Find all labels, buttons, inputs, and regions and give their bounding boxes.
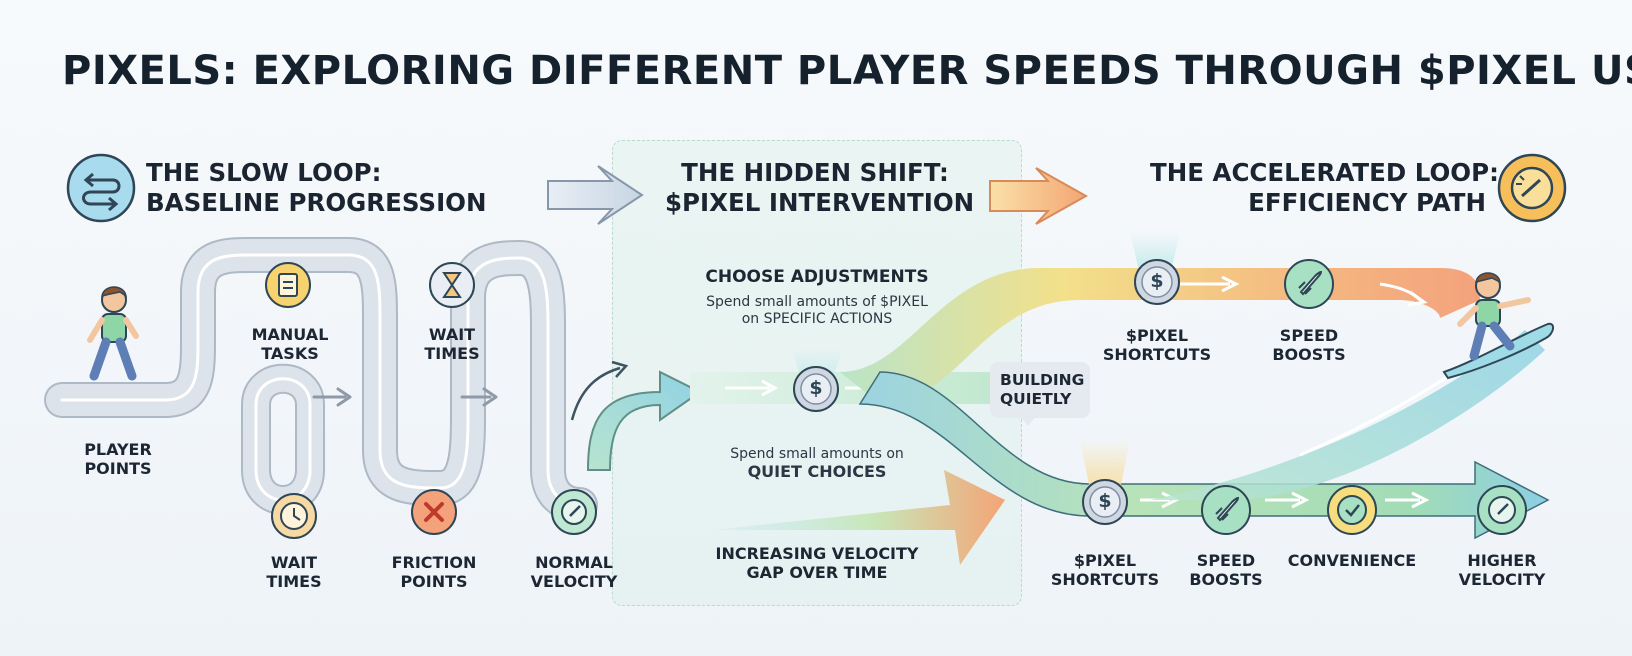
- wait-times-bottom-line2: TIMES: [266, 572, 321, 591]
- upper-shortcuts-line1: $PIXEL: [1103, 326, 1211, 345]
- friction-points-label: FRICTION POINTS: [392, 553, 477, 591]
- wait-times-bottom-label: WAIT TIMES: [266, 553, 321, 591]
- surfing-player-icon: [1444, 273, 1553, 378]
- quiet-desc-line1: Spend small amounts on: [730, 446, 904, 463]
- rocket-icon: [1202, 486, 1250, 534]
- player-points-label: PLAYER POINTS: [84, 440, 152, 478]
- lower-boosts-line1: SPEED: [1189, 551, 1262, 570]
- higher-velocity-line1: HIGHER: [1459, 551, 1546, 570]
- clock-icon: [272, 494, 316, 538]
- hourglass-icon: [430, 263, 474, 307]
- player-points-line2: POINTS: [84, 459, 152, 478]
- coin-symbol-lower: $: [1098, 492, 1111, 511]
- velocity-gap-label: INCREASING VELOCITY GAP OVER TIME: [715, 544, 918, 582]
- upper-shortcuts-line2: SHORTCUTS: [1103, 345, 1211, 364]
- building-quietly-badge-tail: [1020, 416, 1036, 426]
- convenience-label: CONVENIENCE: [1288, 551, 1416, 570]
- building-line2: QUIETLY: [1000, 390, 1084, 409]
- lower-shortcuts-line1: $PIXEL: [1051, 551, 1159, 570]
- upper-boosts-label: SPEED BOOSTS: [1272, 326, 1345, 364]
- lower-shortcuts-line2: SHORTCUTS: [1051, 570, 1159, 589]
- wait-times-bottom-line1: WAIT: [266, 553, 321, 572]
- manual-tasks-label: MANUAL TASKS: [252, 325, 329, 363]
- clipboard-icon: [266, 263, 310, 307]
- normal-velocity-label: NORMAL VELOCITY: [531, 553, 618, 591]
- speedometer-icon: [552, 490, 596, 534]
- wait-times-top-label: WAIT TIMES: [424, 325, 479, 363]
- walking-player-icon: [90, 287, 136, 376]
- manual-tasks-line1: MANUAL: [252, 325, 329, 344]
- upper-boosts-line2: BOOSTS: [1272, 345, 1345, 364]
- building-quietly-text: BUILDING QUIETLY: [1000, 371, 1084, 409]
- quiet-desc-line2: QUIET CHOICES: [748, 462, 887, 481]
- rocket-icon: [1285, 260, 1333, 308]
- choose-desc-line1: Spend small amounts of $PIXEL: [706, 294, 928, 311]
- choose-desc-line2: on SPECIFIC ACTIONS: [706, 311, 928, 328]
- manual-tasks-line2: TASKS: [252, 344, 329, 363]
- choose-adjustments-desc: Spend small amounts of $PIXEL on SPECIFI…: [706, 294, 928, 328]
- normal-velocity-line1: NORMAL: [531, 553, 618, 572]
- x-mark-icon: [412, 490, 456, 534]
- lower-boosts-label: SPEED BOOSTS: [1189, 551, 1262, 589]
- lower-boosts-line2: BOOSTS: [1189, 570, 1262, 589]
- higher-velocity-label: HIGHER VELOCITY: [1459, 551, 1546, 589]
- velocity-gap-line2: GAP OVER TIME: [715, 563, 918, 582]
- friction-points-line1: FRICTION: [392, 553, 477, 572]
- quiet-choices-desc: Spend small amounts on QUIET CHOICES: [730, 446, 904, 482]
- upper-shortcuts-label: $PIXEL SHORTCUTS: [1103, 326, 1211, 364]
- wait-times-top-line2: TIMES: [424, 344, 479, 363]
- speedometer-icon: [1478, 486, 1526, 534]
- coin-symbol-center: $: [809, 379, 822, 398]
- higher-velocity-line2: VELOCITY: [1459, 570, 1546, 589]
- check-mark-icon: [1328, 486, 1376, 534]
- velocity-gap-line1: INCREASING VELOCITY: [715, 544, 918, 563]
- choose-adjustments-heading: CHOOSE ADJUSTMENTS: [705, 268, 928, 287]
- friction-points-line2: POINTS: [392, 572, 477, 591]
- player-points-line1: PLAYER: [84, 440, 152, 459]
- wait-times-top-line1: WAIT: [424, 325, 479, 344]
- upper-boosts-line1: SPEED: [1272, 326, 1345, 345]
- coin-symbol-upper: $: [1150, 272, 1163, 291]
- building-line1: BUILDING: [1000, 371, 1084, 390]
- lower-shortcuts-label: $PIXEL SHORTCUTS: [1051, 551, 1159, 589]
- normal-velocity-line2: VELOCITY: [531, 572, 618, 591]
